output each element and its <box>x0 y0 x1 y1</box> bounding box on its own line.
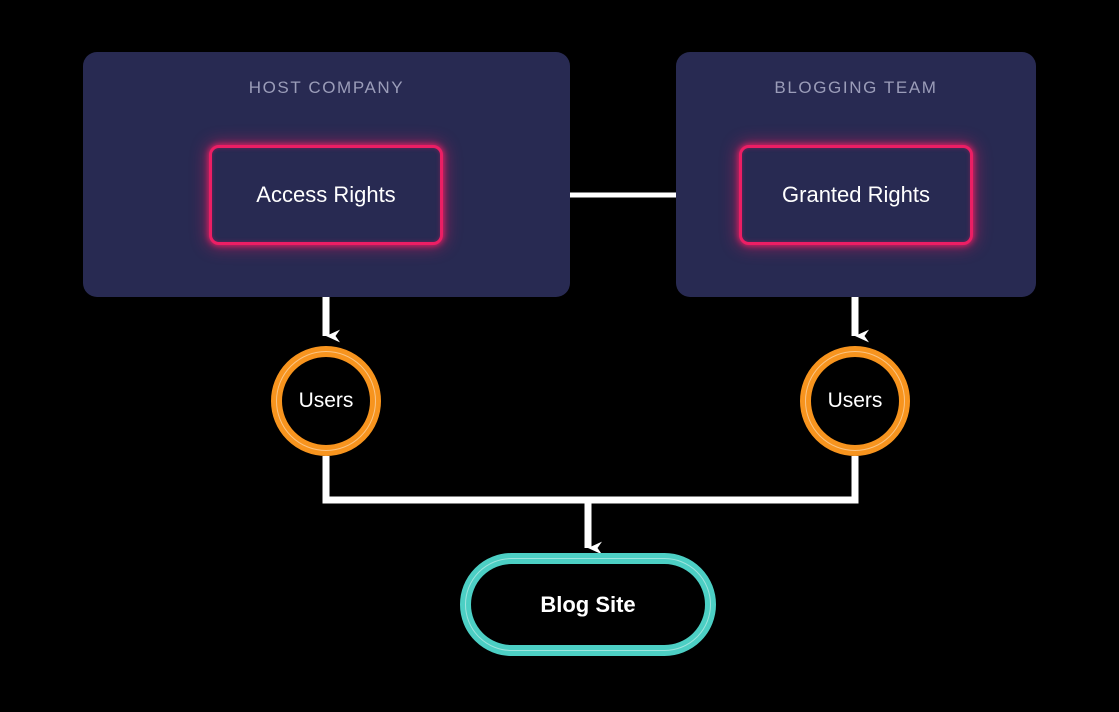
group-title-blogging-team: BLOGGING TEAM <box>774 78 938 97</box>
node-granted-rights[interactable]: Granted Rights <box>739 145 973 245</box>
node-granted-rights-label: Granted Rights <box>782 182 930 207</box>
node-access-rights-label: Access Rights <box>256 182 396 207</box>
node-users-right[interactable]: Users <box>800 346 910 456</box>
node-access-rights[interactable]: Access Rights <box>209 145 443 245</box>
group-title-host-company: HOST COMPANY <box>248 78 405 97</box>
node-blog-site-label: Blog Site <box>540 591 636 617</box>
group-panel-host-company: HOST COMPANY <box>83 52 570 297</box>
node-blog-site[interactable]: Blog Site <box>460 553 716 656</box>
node-users-left-label: Users <box>298 389 354 412</box>
connector-users-left-to-blog-site <box>322 456 588 504</box>
connector-users-right-to-blog-site <box>588 456 859 504</box>
node-users-right-label: Users <box>827 389 883 412</box>
node-users-left[interactable]: Users <box>271 346 381 456</box>
